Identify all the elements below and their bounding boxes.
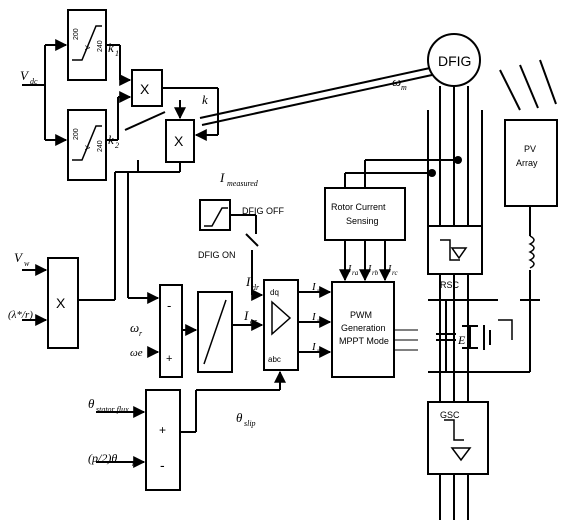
i-measured-sub: measured: [227, 179, 259, 188]
dfig-label: DFIG: [438, 53, 471, 69]
pwm-line-2: Generation: [341, 323, 386, 333]
summing-block-theta: [145, 389, 181, 491]
p-theta-sub: r: [132, 459, 136, 468]
current-switch-block: [199, 199, 231, 231]
feedback-b-sub: rb: [372, 269, 379, 277]
vdc-sub: dc: [30, 77, 38, 86]
omega-r-sub: r: [139, 329, 143, 338]
multiply-block-3: [47, 257, 79, 349]
multiply-block-2: [165, 119, 195, 163]
junction-node: [428, 169, 436, 177]
minus-symbol-theta: -: [160, 457, 165, 473]
vdc-line: [22, 39, 68, 146]
i-measured-label: I: [219, 170, 225, 185]
multiply-symbol-3: X: [56, 295, 66, 311]
limiter-2-top: 200: [73, 128, 80, 140]
ref-b-sub: rb: [317, 317, 324, 325]
limiter-2-bottom: 240: [97, 140, 104, 152]
limiter-block-k2: [67, 109, 107, 181]
pwm-line-3: MPPT Mode: [339, 336, 389, 346]
feedback-a-label: I: [347, 264, 352, 275]
i-qr-sub: qr: [250, 317, 258, 326]
limiter-1-bottom: 240: [97, 40, 104, 52]
limiter-2-v: V: [85, 145, 92, 150]
multiply-symbol-2: X: [174, 133, 184, 149]
multiply-symbol-1: X: [140, 81, 150, 97]
vdc-label: V: [20, 68, 30, 83]
feedback-a-sub: ra: [352, 269, 359, 277]
limiter-block-k1: [67, 9, 107, 81]
ref-a-sub: ra: [317, 287, 324, 295]
rsc-converter: [427, 225, 483, 275]
feedback-b-label: I: [367, 264, 372, 275]
k1-label: k: [108, 40, 114, 55]
omega-m-label: ω: [392, 74, 401, 89]
theta-stator-sub: stator flux: [96, 405, 129, 414]
omega-r-label: ω: [130, 320, 139, 335]
junction-node: [454, 156, 462, 164]
k2-sub: 2: [115, 141, 119, 150]
rsc-label: RSC: [440, 280, 460, 290]
pwm-generation-block: [331, 281, 395, 378]
pv-array: [498, 59, 558, 373]
minus-symbol-speed: -: [167, 298, 171, 313]
dfig-off-label: DFIG OFF: [242, 206, 284, 216]
i-dr-label: I: [245, 274, 251, 289]
k1-sub: 1: [115, 49, 119, 58]
rotor-sensing-line-1: Rotor Current: [331, 202, 386, 212]
lambda-label: (λ*/r): [8, 309, 33, 321]
theta-slip-label: θ: [236, 410, 243, 425]
ramp-block: [197, 291, 233, 373]
pwm-line-1: PWM: [350, 310, 372, 320]
plus-symbol-speed: +: [166, 353, 172, 365]
vw-label: V: [14, 250, 24, 265]
feedback-c-sub: rc: [392, 269, 398, 277]
theta-slip-sub: slip: [244, 419, 256, 428]
ref-c-label: I: [311, 341, 317, 353]
transform-bottom-label: abc: [268, 355, 281, 364]
pv-line-1: PV: [524, 144, 536, 154]
gsc-label: GSC: [440, 410, 460, 420]
transform-top-label: dq: [270, 288, 279, 297]
i-dr-sub: dr: [252, 283, 260, 292]
dfig-on-label: DFIG ON: [198, 250, 236, 260]
omega-e-label: ωe: [130, 347, 143, 359]
rotor-sensing-line-2: Sensing: [346, 216, 379, 226]
vw-sub: w: [24, 259, 30, 268]
dc-link: [428, 299, 498, 373]
dc-link-label: E: [457, 333, 466, 347]
gsc-converter: [427, 401, 489, 475]
ref-a-label: I: [311, 281, 317, 293]
i-qr-label: I: [243, 308, 249, 323]
plus-symbol-theta: +: [159, 423, 166, 437]
k2-label: k: [108, 132, 114, 147]
p-theta-label: (p/2)θ: [88, 451, 117, 465]
k-label: k: [202, 92, 208, 107]
ref-b-label: I: [311, 311, 317, 323]
pv-line-2: Array: [516, 158, 538, 168]
omega-m-sub: m: [401, 83, 407, 92]
rotor-current-sensing-block: [324, 187, 406, 241]
dfig-machine: [199, 33, 481, 126]
theta-stator-label: θ: [88, 396, 95, 411]
feedback-c-label: I: [387, 264, 392, 275]
dq-abc-transform-block: [263, 279, 299, 371]
limiter-1-v: V: [85, 45, 92, 50]
limiter-1-top: 200: [73, 28, 80, 40]
ref-c-sub: rc: [317, 347, 323, 355]
